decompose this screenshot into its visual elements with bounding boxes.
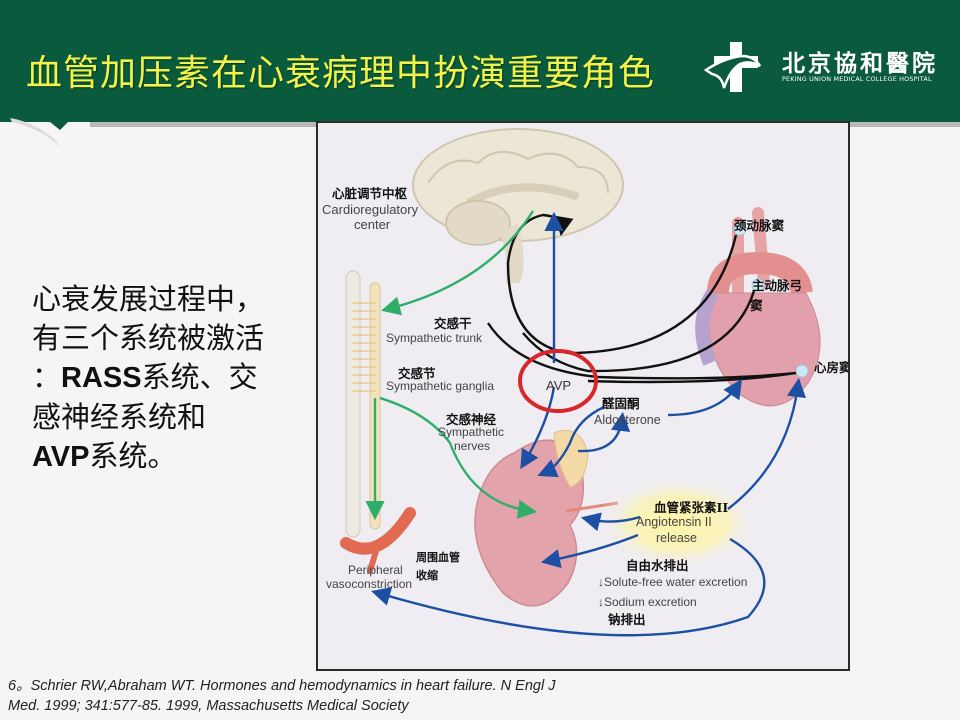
label-peripheral-en1: Peripheral [348, 563, 403, 577]
label-cardioregulatory-cn: 心脏调节中枢 [332, 186, 408, 201]
label-peripheral-cn1: 周围血管 [416, 551, 460, 564]
body-line-1: 心衰发展过程中， [32, 282, 265, 316]
sympathetic-arrows [365, 210, 538, 521]
logo-name-en: PEKING UNION MEDICAL COLLEGE HOSPITAL [782, 75, 932, 83]
avp-highlight-circle [518, 349, 598, 413]
label-free-water-cn: 自由水排出 [626, 558, 689, 573]
cross-swallow-logo-icon [703, 42, 762, 92]
label-center-en: center [354, 217, 391, 232]
label-aortic-arch-cn2: 窦 [750, 298, 763, 313]
logo-name-cn: 北京協和醫院 [782, 50, 938, 77]
label-avp: AVP [546, 378, 572, 393]
label-angiotensin-en: Angiotensin II [636, 515, 712, 529]
label-symp-ganglia-en: Sympathetic ganglia [386, 379, 495, 393]
label-aldosterone-en: Aldosterone [594, 413, 661, 427]
angiotensin-glow [598, 477, 758, 569]
citation-line-1: 6。Schrier RW,Abraham WT. Hormones and he… [8, 678, 556, 694]
label-sodium-en: ↓Sodium excretion [598, 595, 697, 609]
label-peripheral-en2: vasoconstriction [326, 577, 413, 591]
label-release-en: release [656, 531, 697, 545]
reference-citation: 6。Schrier RW,Abraham WT. Hormones and he… [8, 676, 648, 716]
pathophysiology-diagram: 心脏调节中枢 Cardioregulatory center 交感干 Sympa… [316, 121, 850, 671]
body-line-2: 有三个系统被激活 [32, 321, 265, 355]
label-carotid-sinus-cn: 颈动脉窦 [734, 218, 785, 233]
body-line-4: 感神经系统和 [32, 400, 207, 434]
slide-title: 血管加压素在心衰病理中扮演重要角色 [26, 53, 656, 94]
kidney-illustration [474, 430, 619, 607]
label-symp-nerves-en1: Sympathetic [438, 425, 505, 439]
body-text: 心衰发展过程中， 有三个系统被激活 ：RASS系统、交 感神经系统和 AVP系统… [32, 280, 302, 477]
label-angiotensin-cn: 血管紧张素II [654, 500, 729, 515]
blood-vessel-illustration [340, 507, 416, 555]
body-line-5: AVP系统。 [32, 439, 177, 473]
label-cardioregulatory-en: Cardioregulatory [322, 202, 419, 217]
baroreceptor-afferent-arrows [486, 213, 797, 384]
body-line-3: ：RASS系统、交 [32, 360, 258, 394]
label-symp-trunk-en: Sympathetic trunk [386, 331, 483, 345]
label-symp-nerves-cn: 交感神经 [446, 412, 497, 427]
label-symp-ganglia-cn: 交感节 [398, 366, 436, 381]
diagram-artwork [340, 128, 821, 637]
label-aldosterone-cn: 醛固酮 [602, 396, 640, 411]
label-peripheral-cn2: 收缩 [416, 569, 438, 582]
label-atrial-cn: 心房窦 [814, 360, 850, 375]
label-aortic-arch-cn: 主动脉弓 [752, 278, 803, 293]
label-symp-nerves-en2: nerves [454, 439, 491, 453]
hormonal-arrows [371, 211, 806, 637]
hospital-logo: 北京協和醫院 PEKING UNION MEDICAL COLLEGE HOSP… [702, 40, 935, 96]
label-symp-trunk-cn: 交感干 [434, 316, 472, 331]
citation-line-2: Med. 1999; 341:577-85. 1999, Massachuset… [8, 698, 409, 714]
label-free-water-en: ↓Solute-free water excretion [598, 575, 748, 589]
brain-illustration [412, 128, 624, 283]
label-sodium-cn: 钠排出 [608, 612, 646, 627]
